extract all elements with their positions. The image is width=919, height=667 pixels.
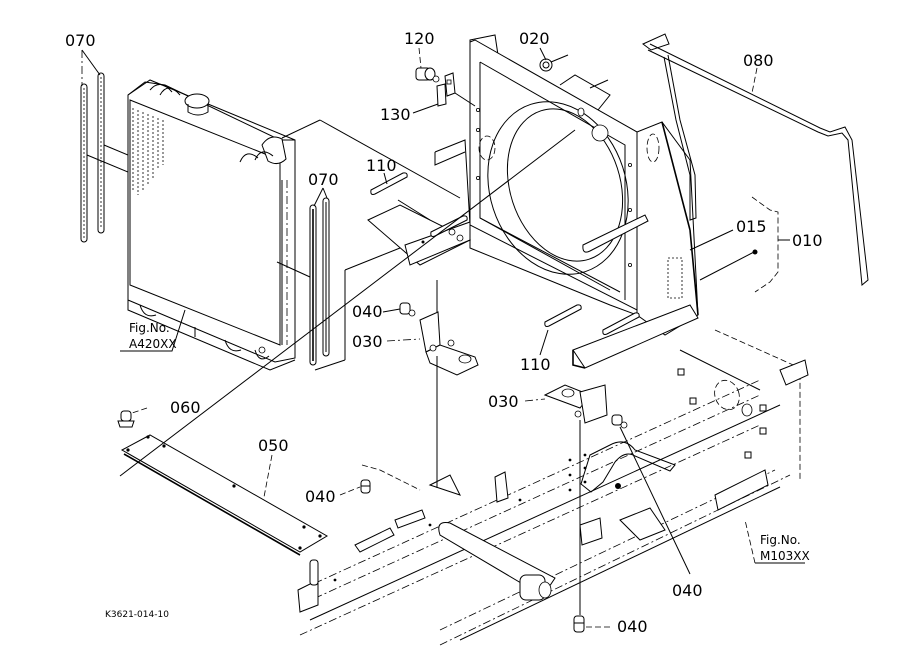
bolt[interactable] xyxy=(415,67,440,83)
figure-reference-radiator[interactable]: Fig.No. A420XX xyxy=(129,321,177,351)
upper-hose-outlet xyxy=(261,136,287,165)
fig-ref-a-line2: A420XX xyxy=(129,337,177,351)
callout-110-upper: 110 xyxy=(366,156,397,175)
callout-labels: 070 070 120 130 020 080 110 110 015 010 … xyxy=(65,29,823,636)
mount-bracket-right[interactable] xyxy=(543,384,608,424)
callout-040-upper: 040 xyxy=(352,302,383,321)
mount-bracket-left[interactable] xyxy=(419,311,479,376)
cover-plate[interactable] xyxy=(120,434,328,556)
fig-ref-m-line2: M103XX xyxy=(760,549,810,563)
callout-015: 015 xyxy=(736,217,767,236)
rubber-cushion-lower[interactable] xyxy=(544,304,640,335)
fan-opening xyxy=(487,101,629,275)
callout-040-right: 040 xyxy=(672,581,703,600)
callout-040-frame: 040 xyxy=(305,487,336,506)
fig-ref-m-line1: Fig.No. xyxy=(760,533,801,547)
rubber-mount-upper[interactable] xyxy=(399,302,416,317)
clamp-bracket[interactable] xyxy=(436,72,456,107)
figure-reference-frame[interactable]: Fig.No. M103XX xyxy=(760,533,810,563)
rubber-mount-bottom[interactable] xyxy=(573,615,585,633)
callout-120: 120 xyxy=(404,29,435,48)
callout-080: 080 xyxy=(743,51,774,70)
callout-030-left: 030 xyxy=(352,332,383,351)
radiator-cap xyxy=(184,93,210,109)
rubber-mount-right[interactable] xyxy=(611,414,628,429)
callout-050: 050 xyxy=(258,436,289,455)
side-seal-right-pair[interactable] xyxy=(276,197,330,366)
callout-060: 060 xyxy=(170,398,201,417)
callout-110-lower: 110 xyxy=(520,355,551,374)
fig-ref-a-line1: Fig.No. xyxy=(129,321,170,335)
callout-130: 130 xyxy=(380,105,411,124)
callout-070-left: 070 xyxy=(65,31,96,50)
rubber-mount-frame[interactable] xyxy=(360,479,371,494)
radiator[interactable] xyxy=(127,79,296,371)
callout-010: 010 xyxy=(792,231,823,250)
seal-strip[interactable] xyxy=(642,33,869,286)
chassis-frame[interactable] xyxy=(297,329,809,646)
leader-lines xyxy=(81,47,805,628)
callout-040-bottom: 040 xyxy=(617,617,648,636)
drawing-code: K3621-014-10 xyxy=(105,610,169,620)
callout-020: 020 xyxy=(519,29,550,48)
callout-030-right: 030 xyxy=(488,392,519,411)
grommet[interactable] xyxy=(539,58,553,72)
rubber-cushion-upper[interactable] xyxy=(370,172,408,195)
fan-shroud[interactable] xyxy=(367,34,699,369)
side-seal-left-pair[interactable] xyxy=(80,72,129,243)
callout-070-right: 070 xyxy=(308,170,339,189)
screw[interactable] xyxy=(117,410,135,428)
